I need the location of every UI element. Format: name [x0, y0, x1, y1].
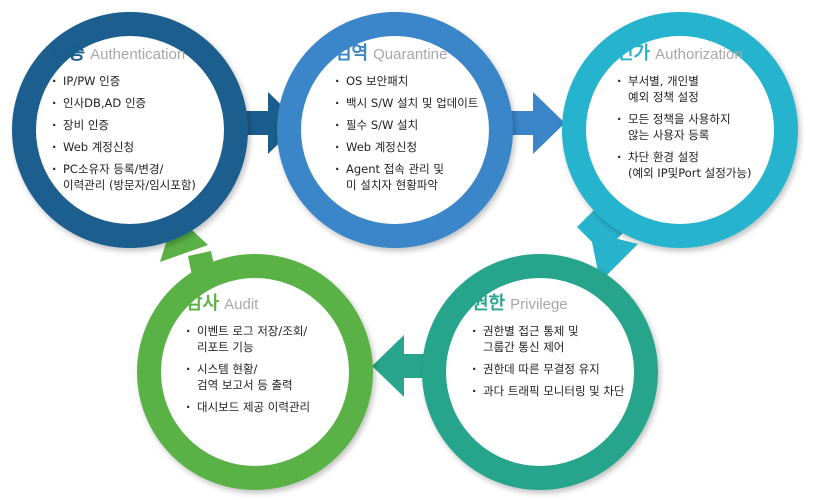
- quarantine-title-ko: 검역: [335, 43, 369, 64]
- list-item: 모든 정책을 사용하지 않는 사용자 등록: [617, 111, 817, 143]
- audit-title-ko: 감사: [186, 293, 220, 314]
- quarantine-title-en: Quarantine: [373, 46, 448, 63]
- list-item: Agent 접속 관리 및 미 설치자 현황파악: [335, 161, 535, 193]
- list-item: 부서별, 개인별 예외 정책 설정: [617, 73, 817, 105]
- authorization-title-en: Authorization: [655, 46, 743, 63]
- authentication-title-ko: 인증: [52, 43, 86, 64]
- list-item: 이벤트 로그 저장/조회/ 리포트 기능: [186, 323, 386, 355]
- privilege-title-en: Privilege: [510, 296, 568, 313]
- list-item: 권한별 접근 통제 및 그룹간 통신 제어: [472, 323, 672, 355]
- authentication-title-en: Authentication: [90, 46, 186, 63]
- list-item: PC소유자 등록/변경/ 이력관리 (방문자/임시포함): [52, 161, 252, 193]
- authorization-title-ko: 인가: [617, 43, 651, 64]
- list-item: IP/PW 인증: [52, 73, 252, 89]
- list-item: 대시보드 제공 이력관리: [186, 399, 386, 415]
- authentication-list: IP/PW 인증 인사DB,AD 인증 장비 인증 Web 계정신청 PC소유자…: [52, 73, 252, 193]
- authorization-list: 부서별, 개인별 예외 정책 설정 모든 정책을 사용하지 않는 사용자 등록 …: [617, 73, 817, 181]
- list-item: 차단 환경 설정 (예외 IP및Port 설정가능): [617, 149, 817, 181]
- privilege-list: 권한별 접근 통제 및 그룹간 통신 제어 권한데 따른 무결정 유지 과다 트…: [472, 323, 672, 399]
- audit-list: 이벤트 로그 저장/조회/ 리포트 기능 시스템 현황/ 검역 보고서 등 출력…: [186, 323, 386, 415]
- list-item: Web 계정신청: [335, 139, 535, 155]
- quarantine-list: OS 보안패치 백시 S/W 설치 및 업데이트 필수 S/W 설치 Web 계…: [335, 73, 535, 193]
- list-item: 장비 인증: [52, 117, 252, 133]
- audit-title-en: Audit: [224, 296, 259, 313]
- list-item: 필수 S/W 설치: [335, 117, 535, 133]
- list-item: 시스템 현황/ 검역 보고서 등 출력: [186, 361, 386, 393]
- list-item: 백시 S/W 설치 및 업데이트: [335, 95, 535, 111]
- list-item: 인사DB,AD 인증: [52, 95, 252, 111]
- list-item: Web 계정신청: [52, 139, 252, 155]
- privilege-title-ko: 권한: [472, 293, 506, 314]
- arrow-authorization-to-privilege: [577, 206, 638, 282]
- list-item: 과다 트래픽 모니터링 및 차단: [472, 383, 672, 399]
- list-item: 권한데 따른 무결정 유지: [472, 361, 672, 377]
- list-item: OS 보안패치: [335, 73, 535, 89]
